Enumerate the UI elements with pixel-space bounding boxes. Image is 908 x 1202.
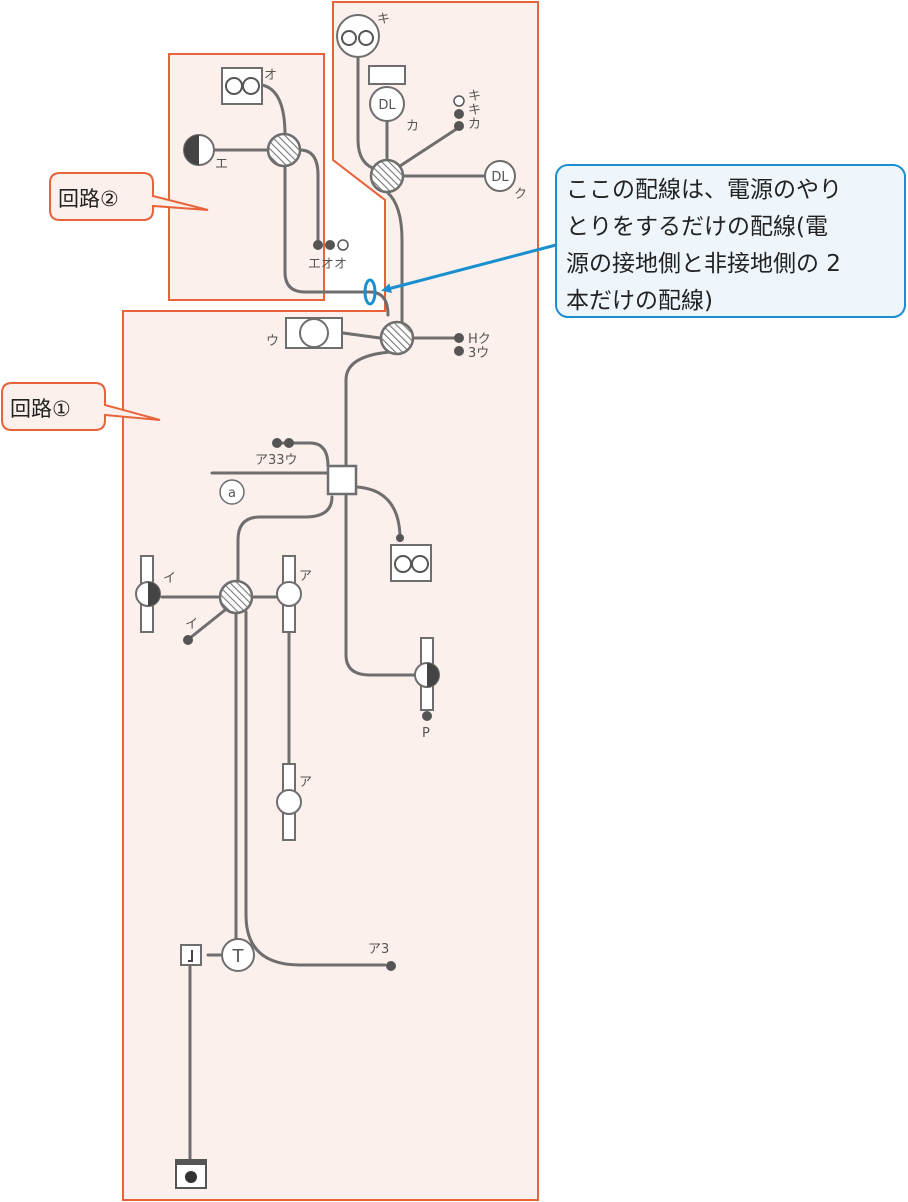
switch-dot-a33u-1 <box>272 438 282 448</box>
thermostat-symbol <box>221 938 255 972</box>
label-a33u: ア33ウ <box>255 453 298 468</box>
circuit-2-callout-box <box>49 172 209 221</box>
wiring-callout-box <box>555 164 906 318</box>
junction-box-middle <box>379 320 415 356</box>
label-a-upper: ア <box>299 569 312 584</box>
switch-dot-ki2 <box>454 109 464 119</box>
label-a3: ア3 <box>368 942 389 957</box>
label-e: エ <box>215 157 228 172</box>
outlet-circuit2 <box>221 67 263 105</box>
label-ka: カ <box>406 119 419 134</box>
switch-dot-3u <box>454 346 464 356</box>
label-ku: ク <box>514 187 527 202</box>
open-switch-dots <box>337 95 465 251</box>
switch-dot-o1 <box>325 240 335 250</box>
wall-light-a-lower <box>276 763 302 841</box>
highlight-wire-marker <box>363 278 377 306</box>
switch-dot-p <box>422 711 432 721</box>
circuit-1-callout-box <box>1 382 161 431</box>
circuit-1-label: 回路① <box>10 397 71 421</box>
circle-a-symbol <box>219 479 245 505</box>
downlight-ka-label: DL <box>378 98 396 113</box>
circuit-2-label: 回路② <box>58 187 119 211</box>
switch-dot-hku <box>454 333 464 343</box>
callout-line-3: 源の接地側と非接地側の 2 <box>566 251 841 277</box>
callout-line-1: ここの配線は、電源のやり <box>566 177 842 203</box>
switch-dot-ka <box>454 121 464 131</box>
wiring-callout-text: ここの配線は、電源のやり とりをするだけの配線(電 源の接地側と非接地側の 2 … <box>566 172 902 320</box>
open-dot-o2 <box>337 239 349 251</box>
wall-light-i <box>135 555 161 633</box>
label-a-lower: ア <box>299 775 312 790</box>
label-kikika-1: キ <box>468 89 481 104</box>
downlight-ku-label: DL <box>491 170 509 185</box>
label-ki-top: キ <box>377 12 390 27</box>
region-merge <box>386 300 537 314</box>
switch-dot-a33u-2 <box>284 438 294 448</box>
downlight-ku <box>484 160 516 192</box>
distribution-board <box>175 1159 207 1189</box>
callout-line-2: とりをするだけの配線(電 <box>566 214 828 240</box>
label-3u: 3ウ <box>468 346 489 361</box>
pull-box <box>326 464 358 496</box>
outlet-lower <box>390 544 432 582</box>
label-p: P <box>422 726 430 741</box>
label-eoo: エオオ <box>308 257 347 272</box>
junction-box-lower <box>218 579 254 615</box>
downlight-ka <box>368 65 406 122</box>
label-o: オ <box>264 68 277 83</box>
wires <box>160 43 488 1162</box>
circle-a-label: a <box>228 486 236 501</box>
callout-line-4: 本だけの配線) <box>566 288 713 314</box>
switch-dot-e <box>313 240 323 250</box>
thermostat-label: T <box>232 946 245 967</box>
junction-boxes <box>218 132 415 615</box>
switch-dots <box>183 109 464 971</box>
callout-arrow <box>381 243 557 294</box>
open-dot-ki1 <box>453 95 465 107</box>
wall-light-a-upper <box>276 555 302 633</box>
switch-dot-i <box>183 635 193 645</box>
label-kikika-2: キ <box>468 103 481 118</box>
wall-light-e <box>183 134 215 166</box>
label-hku: Hク <box>468 332 491 347</box>
label-u: ウ <box>266 334 279 349</box>
junction-box-circuit2 <box>266 132 302 168</box>
wall-light-p <box>414 637 440 711</box>
outlet-top <box>336 14 380 58</box>
switch-dot-a3 <box>386 961 396 971</box>
label-kikika-3: カ <box>468 117 481 132</box>
label-i-switch: イ <box>185 617 198 632</box>
light-u <box>285 317 343 349</box>
circuit-1-region <box>122 310 539 1201</box>
label-i-light: イ <box>163 571 176 586</box>
switch-dot-outlet <box>396 534 404 542</box>
junction-box-upper <box>369 158 405 194</box>
